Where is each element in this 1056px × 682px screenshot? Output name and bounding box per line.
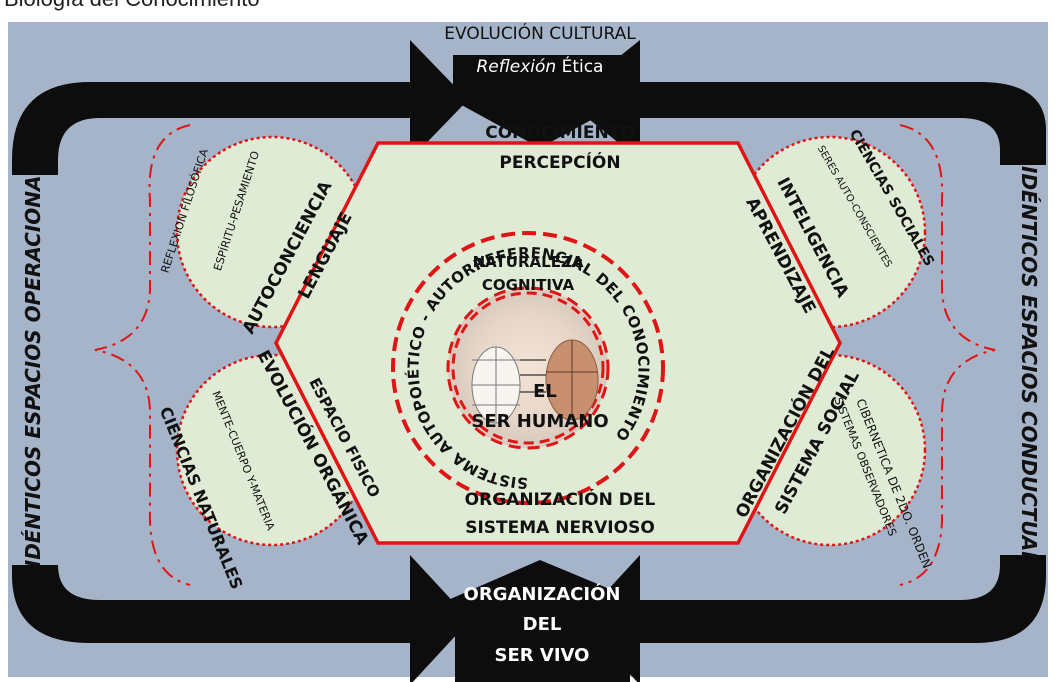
side-right-label: IDÉNTICOS ESPACIOS CONDUCTUAL [1017, 166, 1041, 564]
arrow-top-left-head-icon [410, 40, 468, 160]
page-title: Biología del Conocimiento [4, 0, 260, 12]
cognitiva-label: COGNITIVA [482, 276, 575, 294]
bottom-line2: DEL [523, 614, 562, 635]
arrow-left-loop-icon [12, 82, 420, 175]
top-line1: EVOLUCIÓN CULTURAL [444, 22, 636, 44]
arrow-bottom-left-head-icon [410, 555, 470, 682]
connector-lines [520, 359, 546, 393]
head-sketch-image [471, 346, 521, 424]
head-photo-image [545, 339, 599, 421]
hex-bottom-line1: ORGANIZACIÓN DEL [465, 488, 656, 510]
braces [94, 124, 996, 586]
hex-top-line2: PERCEPCÍÓN [499, 151, 620, 173]
el-label: EL [533, 381, 557, 402]
hex-top-line1: CONOCIMIENTO [485, 123, 635, 143]
ser-humano-label: SER HUMANO [471, 411, 608, 432]
bottom-up-arrow-icon [425, 560, 660, 682]
arrow-right-loop-icon [565, 40, 1046, 165]
naturaleza-label: NATURALEZA [473, 253, 584, 271]
arrow-bottom-left-loop-icon [12, 565, 420, 643]
hex-bottom-line2: SISTEMA NERVIOSO [465, 518, 655, 538]
side-left-label: IDÉNTICOS ESPACIOS OPERACIONAL [21, 163, 45, 567]
cycle-arrows [12, 40, 1046, 682]
arrow-bottom-right-loop-icon [580, 555, 1046, 682]
bottom-line3: SER VIVO [495, 645, 590, 666]
brace-left-icon [94, 124, 191, 586]
brace-right-icon [899, 124, 996, 586]
bottom-line1: ORGANIZACIÓN [464, 583, 621, 605]
top-down-arrow-icon [425, 55, 655, 148]
top-line2: Reflexión Ética [477, 55, 604, 77]
